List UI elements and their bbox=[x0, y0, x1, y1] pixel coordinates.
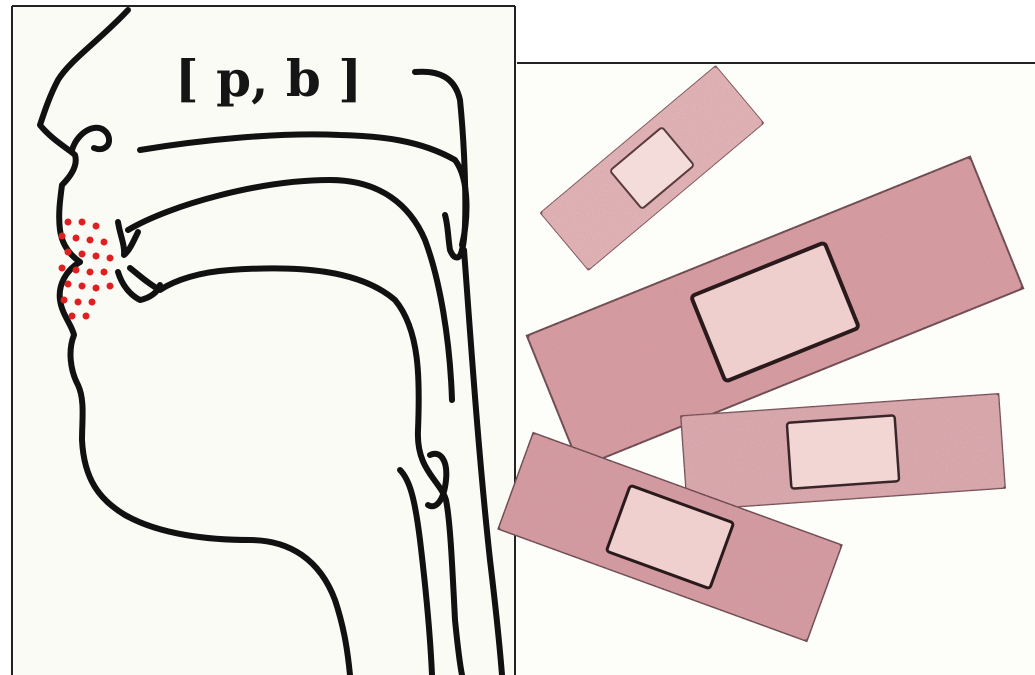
bandages-panel bbox=[496, 62, 1035, 675]
phoneme-label: [ p, b ] bbox=[175, 49, 362, 108]
adhesive-bandage-icon bbox=[679, 391, 1007, 513]
adhesive-bandage-icon bbox=[540, 65, 764, 271]
phonetics-panel-background bbox=[12, 6, 515, 675]
adhesive-bandage-icon bbox=[525, 154, 1025, 470]
articulation-dots bbox=[58, 218, 114, 320]
head-sagittal-section-icon bbox=[37, 7, 505, 675]
adhesive-bandage-icon bbox=[496, 431, 844, 643]
phonetics-panel: [ p, b ] bbox=[11, 5, 516, 675]
